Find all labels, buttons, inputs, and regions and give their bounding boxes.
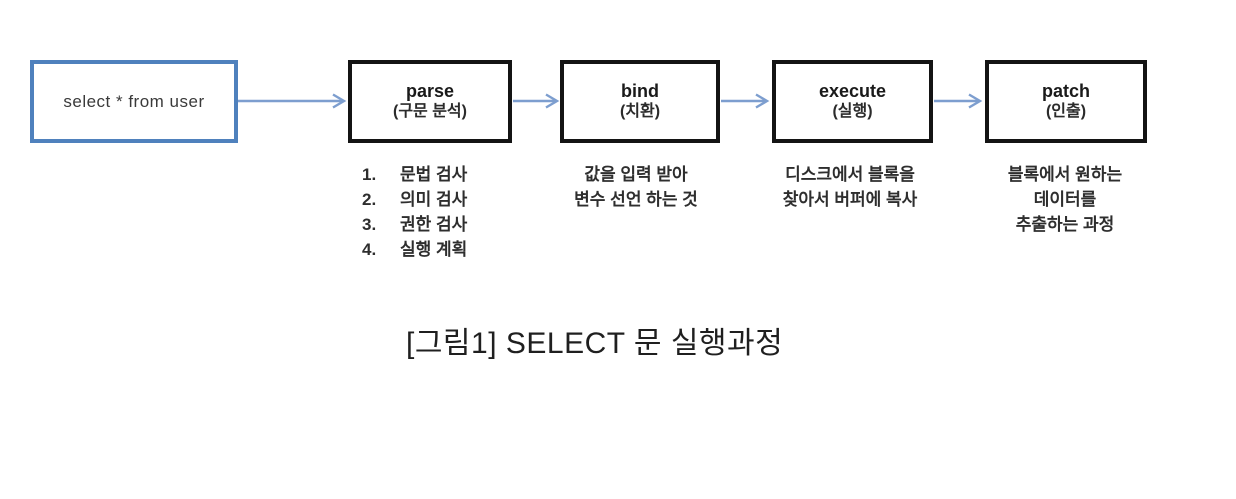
stage-subtitle-execute: (실행): [832, 103, 873, 120]
patch-note-line: 데이터를: [1033, 190, 1097, 209]
parse-step-number: 4.: [362, 240, 377, 259]
bind-note-line: 변수 선언 하는 것: [574, 190, 698, 209]
bind-note-line: 값을 입력 받아: [584, 165, 688, 184]
stage-box-execute: execute (실행): [772, 60, 933, 143]
patch-note: 블록에서 원하는 데이터를 추출하는 과정: [975, 162, 1155, 237]
stage-title-execute: execute: [818, 81, 887, 101]
parse-step-item: 2. 의미 검사: [362, 187, 467, 212]
parse-step-text: 권한 검사: [400, 215, 468, 234]
stage-box-bind: bind (치환): [560, 60, 720, 143]
stage-title-bind: bind: [621, 81, 659, 101]
stage-title-parse: parse: [405, 81, 455, 101]
parse-step-item: 1. 문법 검사: [362, 162, 467, 187]
parse-step-item: 4. 실행 계획: [362, 237, 467, 262]
stage-subtitle-patch: (인출): [1045, 103, 1087, 120]
source-sql-box: select * from user: [30, 60, 238, 143]
arrow-parse-to-bind: [513, 93, 560, 109]
arrow-source-to-parse: [238, 93, 347, 109]
bind-note: 값을 입력 받아 변수 선언 하는 것: [545, 162, 727, 212]
stage-subtitle-parse: (구문 분석): [393, 103, 467, 120]
stage-title-patch: patch: [1041, 81, 1090, 101]
parse-step-text: 의미 검사: [400, 190, 468, 209]
parse-step-number: 1.: [362, 165, 377, 184]
stage-box-patch: patch (인출): [985, 60, 1147, 143]
source-sql-label: select * from user: [63, 91, 205, 111]
arrow-execute-to-patch: [934, 93, 983, 109]
parse-step-text: 문법 검사: [400, 165, 468, 184]
parse-steps-list: 1. 문법 검사 2. 의미 검사 3. 권한 검사 4. 실행 계획: [362, 162, 467, 262]
execute-note-line: 디스크에서 블록을: [785, 165, 915, 184]
figure-caption: [그림1] SELECT 문 실행과정: [406, 327, 784, 360]
parse-step-text: 실행 계획: [400, 240, 468, 259]
parse-step-number: 3.: [362, 215, 377, 234]
patch-note-line: 블록에서 원하는: [1007, 165, 1123, 184]
parse-step-item: 3. 권한 검사: [362, 212, 467, 237]
stage-subtitle-bind: (치환): [619, 103, 661, 120]
execute-note-line: 찾아서 버퍼에 복사: [782, 190, 918, 209]
stage-box-parse: parse (구문 분석): [348, 60, 512, 143]
execute-note: 디스크에서 블록을 찾아서 버퍼에 복사: [755, 162, 945, 212]
arrow-bind-to-execute: [721, 93, 770, 109]
parse-step-number: 2.: [362, 190, 377, 209]
patch-note-line: 추출하는 과정: [1015, 215, 1115, 234]
